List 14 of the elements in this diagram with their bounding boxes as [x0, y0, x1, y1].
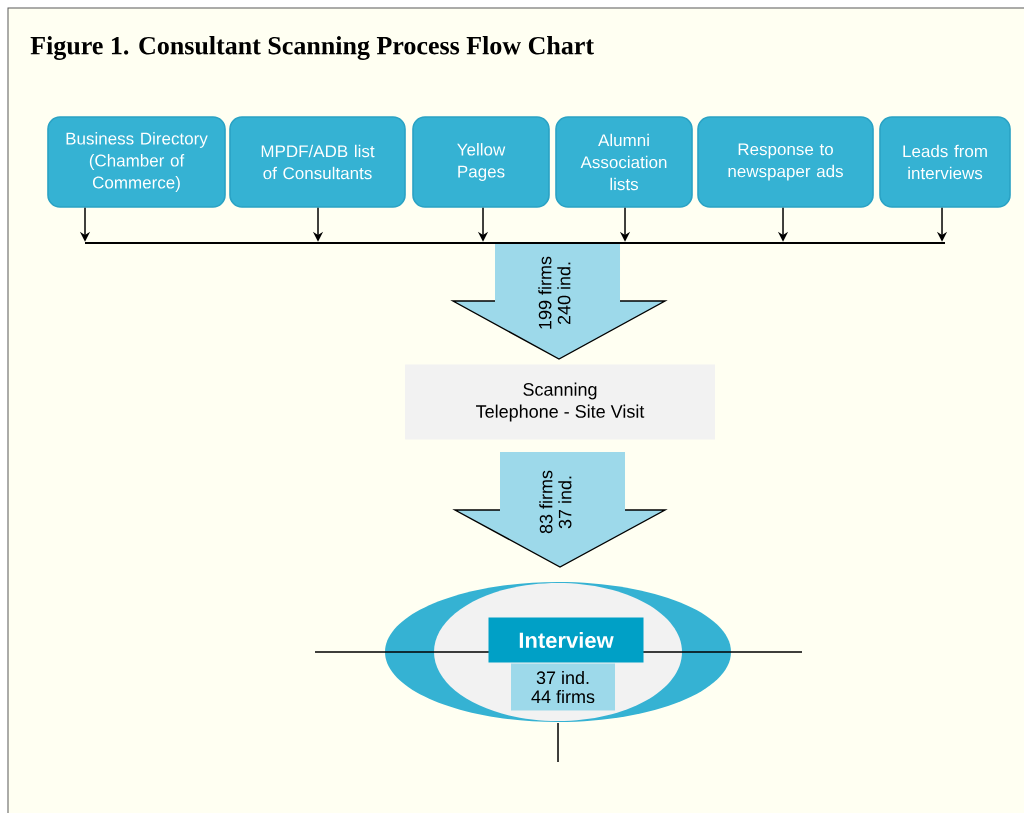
- down-arrow-shape: [452, 452, 668, 568]
- arrow-label: 83 firms 37 ind.: [539, 470, 572, 534]
- source-box: Alumni Association lists: [555, 116, 693, 208]
- source-box: Business Directory (Chamber of Commerce): [47, 116, 226, 208]
- source-box: Yellow Pages: [412, 116, 550, 208]
- process-box: Scanning Telephone - Site Visit: [405, 364, 715, 440]
- source-box: MPDF/ADB list of Consultants: [229, 116, 406, 208]
- figure-title: Figure 1. Consultant Scanning Process Flow Chart: [30, 36, 594, 60]
- title-box: Interview: [488, 617, 644, 663]
- source-box: Leads from interviews: [879, 116, 1011, 208]
- arrow-label: 199 firms 240 ind.: [538, 256, 571, 329]
- source-box: Response to newspaper ads: [697, 116, 874, 208]
- count-box: 37 ind. 44 firms: [511, 663, 615, 711]
- down-arrow-shape: [450, 244, 668, 360]
